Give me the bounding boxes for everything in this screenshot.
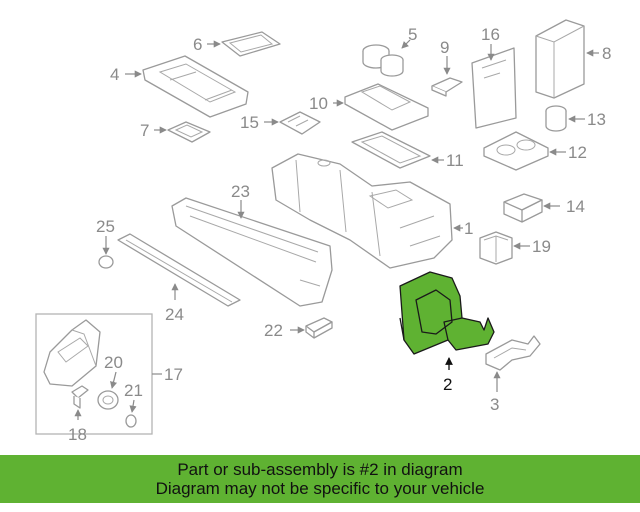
parts-exploded-diagram: 6 4 7 5 9 10 [35,19,611,444]
callout-10: 10 [309,94,328,113]
part-15-switch: 15 [240,111,321,135]
info-banner: Part or sub-assembly is #2 in diagram Di… [0,455,640,503]
callout-15: 15 [240,113,259,132]
part-3-reinforcement: 3 [485,335,541,414]
part-8-box: 8 [535,19,611,99]
part-13-cylinder: 13 [545,105,606,132]
part-5-cup-holder: 5 [362,25,417,77]
part-6-tray: 6 [193,31,281,57]
part-24-trim-strip: 24 [117,233,241,324]
part-23-side-panel: 23 [171,182,333,307]
part-12-cup-plate: 12 [483,131,587,171]
callout-8: 8 [602,44,611,63]
callout-22: 22 [264,321,283,340]
callout-1: 1 [464,219,473,238]
callout-3: 3 [490,395,499,414]
callout-14: 14 [566,197,585,216]
part-10-cover: 10 [309,83,429,131]
part-25-clip: 25 [96,217,115,269]
callout-24: 24 [165,305,184,324]
banner-line-1: Part or sub-assembly is #2 in diagram [177,460,463,479]
callout-21: 21 [124,381,143,400]
callout-11: 11 [446,151,464,170]
part-2-bracket-highlighted: 2 [399,271,495,394]
callout-17: 17 [164,365,183,384]
callout-18: 18 [68,425,87,444]
callout-20: 20 [104,353,123,372]
callout-13: 13 [587,110,606,129]
part-16-back-panel: 16 [471,25,517,129]
callout-6: 6 [193,35,202,54]
part-1-console: 1 [271,153,473,269]
subassembly-17-box: 17 20 18 21 [35,313,183,444]
part-19-connector: 19 [479,231,551,265]
callout-9: 9 [440,38,449,57]
callout-16: 16 [481,25,500,44]
part-4-top-panel: 4 [110,55,249,118]
callout-7: 7 [140,121,149,140]
callout-4: 4 [110,65,119,84]
callout-5: 5 [408,25,417,44]
callout-2: 2 [443,375,452,394]
part-14-block: 14 [503,193,585,223]
callout-12: 12 [568,143,587,162]
callout-23: 23 [231,182,250,201]
banner-line-2: Diagram may not be specific to your vehi… [155,479,485,498]
callout-19: 19 [532,237,551,256]
part-9-clip: 9 [431,38,463,97]
callout-25: 25 [96,217,115,236]
part-7-insert: 7 [140,121,211,143]
part-22-button: 22 [264,317,333,340]
part-11-mat: 11 [351,131,464,170]
